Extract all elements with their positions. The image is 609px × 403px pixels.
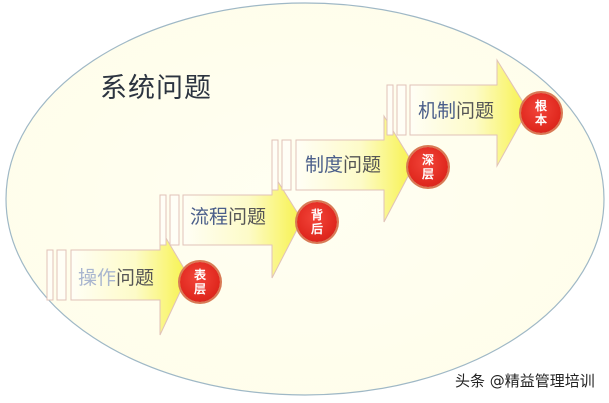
badge-line: 后	[310, 222, 323, 236]
step-label-accent: 流程	[190, 206, 229, 228]
watermark: 头条 @精益管理培训	[455, 372, 595, 390]
step-label-accent: 机制	[418, 100, 457, 122]
badge-line: 根	[534, 99, 547, 113]
badge-line: 层	[421, 167, 434, 181]
level-badge-3: 深 层	[408, 147, 448, 187]
step-arrow-3	[271, 114, 415, 223]
level-badge-1: 表 层	[180, 262, 220, 302]
step-arrow-4	[386, 58, 529, 168]
step-label-rest: 问题	[228, 206, 267, 228]
step-label-rest: 问题	[116, 267, 155, 289]
system-ellipse	[5, 2, 605, 396]
step-label-4: 机制问题	[418, 96, 494, 123]
step-label-accent: 制度	[305, 154, 344, 176]
step-label-2: 流程问题	[190, 202, 266, 229]
step-label-rest: 问题	[343, 154, 382, 176]
step-arrow-1	[46, 226, 189, 336]
badge-line: 深	[421, 153, 434, 167]
step-label-rest: 问题	[456, 100, 495, 122]
badge-line: 层	[193, 282, 206, 296]
badge-line: 表	[193, 268, 206, 282]
level-badge-2: 背 后	[297, 202, 337, 242]
badge-line: 背	[310, 208, 323, 222]
step-arrow-2	[159, 170, 303, 279]
badge-line: 本	[534, 113, 547, 127]
step-label-3: 制度问题	[305, 150, 381, 177]
step-label-accent: 操作	[78, 267, 117, 289]
diagram-title: 系统问题	[100, 73, 212, 104]
level-badge-4: 根 本	[521, 93, 561, 133]
step-label-1: 操作问题	[78, 263, 154, 290]
